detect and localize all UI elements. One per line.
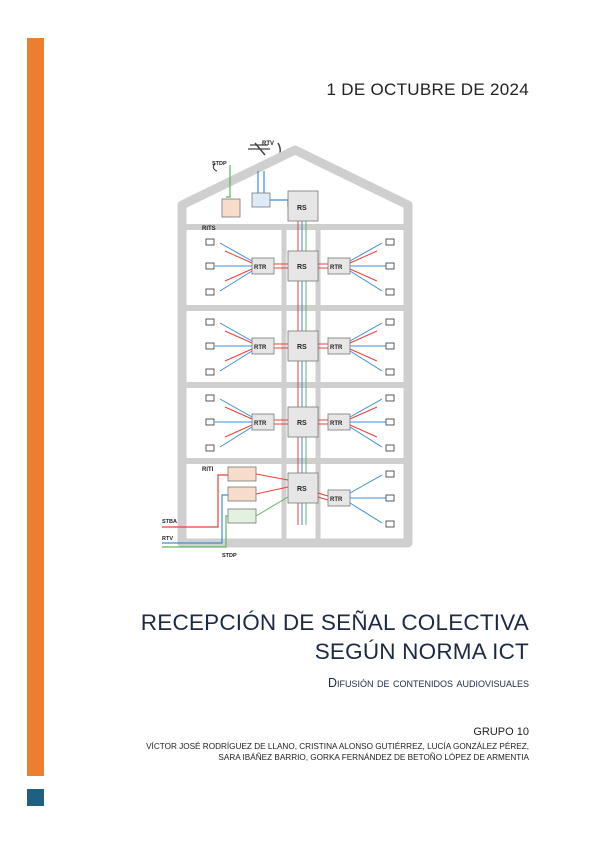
svg-text:RTR: RTR xyxy=(330,265,343,271)
svg-text:RTR: RTR xyxy=(330,497,343,503)
title-line-1: RECEPCIÓN DE SEÑAL COLECTIVA xyxy=(140,610,529,635)
svg-text:RS: RS xyxy=(297,486,307,493)
label-rits: RITS xyxy=(202,226,216,232)
floor-1: RS RTR RTR xyxy=(205,238,395,296)
label-stdp-bottom: STDP xyxy=(222,553,237,559)
svg-text:RTR: RTR xyxy=(254,265,267,271)
document-subtitle: Difusión de contenidos audiovisuales xyxy=(328,676,529,690)
label-stba: STBA xyxy=(162,519,177,525)
label-rtv-bottom: RTV xyxy=(162,536,173,542)
label-stdp-top: STDP xyxy=(212,161,227,167)
orange-side-bar xyxy=(27,38,44,776)
ict-building-diagram: RTV STDP RS RITS RS RTR RTR RS xyxy=(162,141,413,559)
title-line-2: SEGÚN NORMA ICT xyxy=(314,639,529,664)
rs-top: RS xyxy=(297,205,307,212)
svg-text:RS: RS xyxy=(297,420,307,427)
group-label: GRUPO 10 xyxy=(473,726,529,738)
authors-list: VÍCTOR JOSÉ RODRÍGUEZ DE LLANO, CRISTINA… xyxy=(89,741,529,763)
svg-text:RS: RS xyxy=(297,264,307,271)
ground-floor-riti: RITI RS RTR STBA RTV STDP xyxy=(162,466,395,559)
svg-text:RS: RS xyxy=(297,344,307,351)
svg-text:RTR: RTR xyxy=(254,421,267,427)
document-date: 1 DE OCTUBRE DE 2024 xyxy=(326,80,529,99)
floor-3: RS RTR RTR xyxy=(205,394,395,452)
authors-line-2: SARA IBÁÑEZ BARRIO, GORKA FERNÁNDEZ DE B… xyxy=(218,753,529,762)
svg-text:RTR: RTR xyxy=(330,345,343,351)
svg-text:RTR: RTR xyxy=(254,345,267,351)
authors-line-1: VÍCTOR JOSÉ RODRÍGUEZ DE LLANO, CRISTINA… xyxy=(146,742,529,751)
label-riti: RITI xyxy=(202,467,214,473)
label-rtv-top: RTV xyxy=(262,141,274,147)
svg-text:RTR: RTR xyxy=(330,421,343,427)
floor-2: RS RTR RTR xyxy=(205,318,395,376)
blue-square-mark xyxy=(27,789,44,806)
document-title: RECEPCIÓN DE SEÑAL COLECTIVA SEGÚN NORMA… xyxy=(141,608,529,666)
